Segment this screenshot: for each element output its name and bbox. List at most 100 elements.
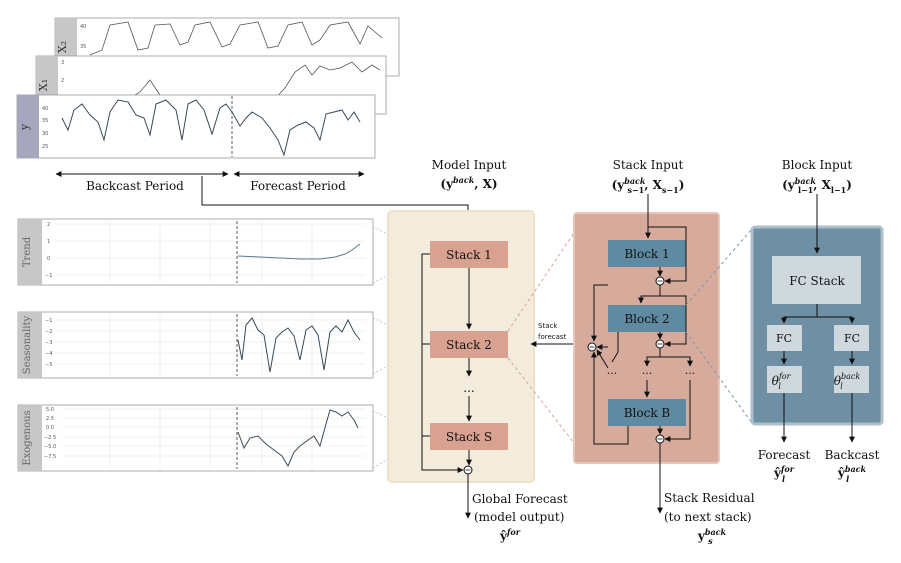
block-b-box[interactable]: [608, 399, 686, 426]
exogenous-tick: 0.0: [46, 425, 54, 431]
x2-tick: 35: [80, 44, 86, 50]
stack-forecast-label-2: forecast: [538, 333, 567, 341]
stack-s-box[interactable]: [430, 423, 508, 450]
block-input-title: Block Input: [782, 158, 853, 172]
exogenous-tick: 2.5: [46, 416, 54, 422]
y-tick: 25: [42, 144, 48, 150]
exogenous-panel: Exogenous 5.0 2.5 0.0 −2.5 −5.0 −7.5: [17, 404, 374, 472]
skip-b: [664, 380, 691, 442]
stack-2-box[interactable]: [430, 331, 508, 358]
fc-stack-label: FC Stack: [789, 274, 845, 288]
x2-tag: X₂: [56, 41, 69, 53]
zoom-line-block-top: [685, 228, 753, 306]
stack-residual-line2: (to next stack): [664, 510, 752, 524]
skip-2: [660, 295, 687, 347]
block-1-box[interactable]: [608, 240, 686, 267]
block-backcast-label: Backcast: [825, 448, 880, 462]
theta-back-box[interactable]: [834, 366, 869, 393]
block-2-label: Block 2: [624, 312, 669, 326]
trend-tick: 0: [47, 256, 50, 262]
model-dots: ...: [463, 381, 474, 395]
global-forecast-line2: (model output): [474, 510, 564, 524]
fc-right-label: FC: [844, 332, 860, 345]
trend-tick: −1: [45, 273, 52, 279]
trend-panel: Trend 2 1 0 −1: [17, 218, 374, 286]
y-line: [61, 99, 361, 157]
blockb-forecast: [591, 351, 629, 445]
exogenous-tick: −5.0: [44, 444, 56, 450]
block-forecast-label: Forecast: [758, 448, 811, 462]
exogenous-line: [237, 409, 359, 468]
exogenous-tick: −2.5: [44, 435, 56, 441]
y-tick: 40: [42, 106, 48, 112]
block-2-box[interactable]: [608, 305, 686, 332]
trend-line: [237, 243, 361, 260]
model-panel: Model Input (yback, X) Stack 1 Stack 2 S…: [387, 158, 568, 543]
trend-tag-bg: [18, 219, 42, 285]
block1-forecast: [591, 284, 608, 342]
global-forecast-line1: Global Forecast: [472, 492, 568, 506]
seasonality-tag: Seasonality: [22, 315, 33, 374]
seasonality-line: [237, 317, 361, 373]
residual1-to-block2: [638, 285, 661, 304]
exogenous-tick: −7.5: [44, 454, 56, 460]
y-tick: 30: [42, 131, 48, 137]
stack-1-label: Stack 1: [446, 248, 492, 262]
components-group: Trend 2 1 0 −1 Seasonality −1 −2 −3 −4: [17, 218, 374, 472]
x2-tick: 40: [80, 24, 86, 30]
stack-dots-right: ...: [685, 364, 696, 377]
seasonality-tick: −3: [45, 340, 52, 346]
block2-forecast-dots-line: [611, 332, 619, 363]
fc-left-box[interactable]: [767, 325, 802, 351]
trend-tick: 1: [47, 239, 50, 245]
fc-right-box[interactable]: [834, 325, 869, 351]
fc-left-label: FC: [776, 332, 792, 345]
x1-tag: X₁: [37, 79, 50, 91]
zoom-line-stack-top: [507, 232, 575, 332]
seasonality-tick: −4: [45, 351, 52, 357]
stack-forecast-label-1: Stack: [538, 322, 558, 330]
x1-line: [69, 61, 381, 109]
dots-to-forecast-node: [596, 349, 609, 369]
stack-residual-line1: Stack Residual: [664, 491, 755, 505]
seasonality-tick: −1: [45, 318, 52, 324]
stack-2-label: Stack 2: [446, 338, 492, 352]
exogenous-tag: Exogenous: [22, 410, 33, 465]
seasonality-tick: −2: [45, 329, 52, 335]
skip-1: [648, 226, 687, 284]
fc-split-left: [781, 304, 818, 324]
x1-tick: 3: [61, 60, 64, 66]
seasonality-tag-bg: [18, 312, 42, 378]
exogenous-tick: 5.0: [46, 407, 54, 413]
y-tag: y: [18, 123, 31, 131]
seasonality-panel: Seasonality −1 −2 −3 −4 −5: [17, 311, 374, 379]
y-tag-bg: [17, 95, 39, 158]
trend-tag: Trend: [22, 236, 33, 267]
stack-1-box[interactable]: [430, 241, 508, 268]
seasonality-tick: −5: [45, 362, 52, 368]
backcast-period-label: Backcast Period: [86, 179, 184, 193]
fc-split-right: [817, 316, 855, 324]
trend-tick: 2: [47, 222, 50, 228]
y-panel: y 40 35 30 25: [16, 94, 376, 159]
x1-tick: 2: [61, 78, 64, 84]
seasonality-grid: [55, 314, 365, 376]
residual2-down-left: [644, 348, 661, 367]
forecast-period-label: Forecast Period: [250, 179, 346, 193]
model-input-math: (yback, X): [440, 175, 497, 191]
stack-input-title: Stack Input: [613, 158, 684, 172]
model-input-title: Model Input: [432, 158, 507, 172]
theta-for-box[interactable]: [767, 366, 802, 393]
fc-stack-box[interactable]: [772, 256, 861, 304]
global-forecast-math: ŷfor: [499, 527, 521, 543]
exogenous-tag-bg: [18, 405, 42, 471]
x2-line: [89, 21, 383, 56]
residual2-down-right: [660, 356, 693, 367]
stack-s-label: Stack S: [446, 430, 492, 444]
